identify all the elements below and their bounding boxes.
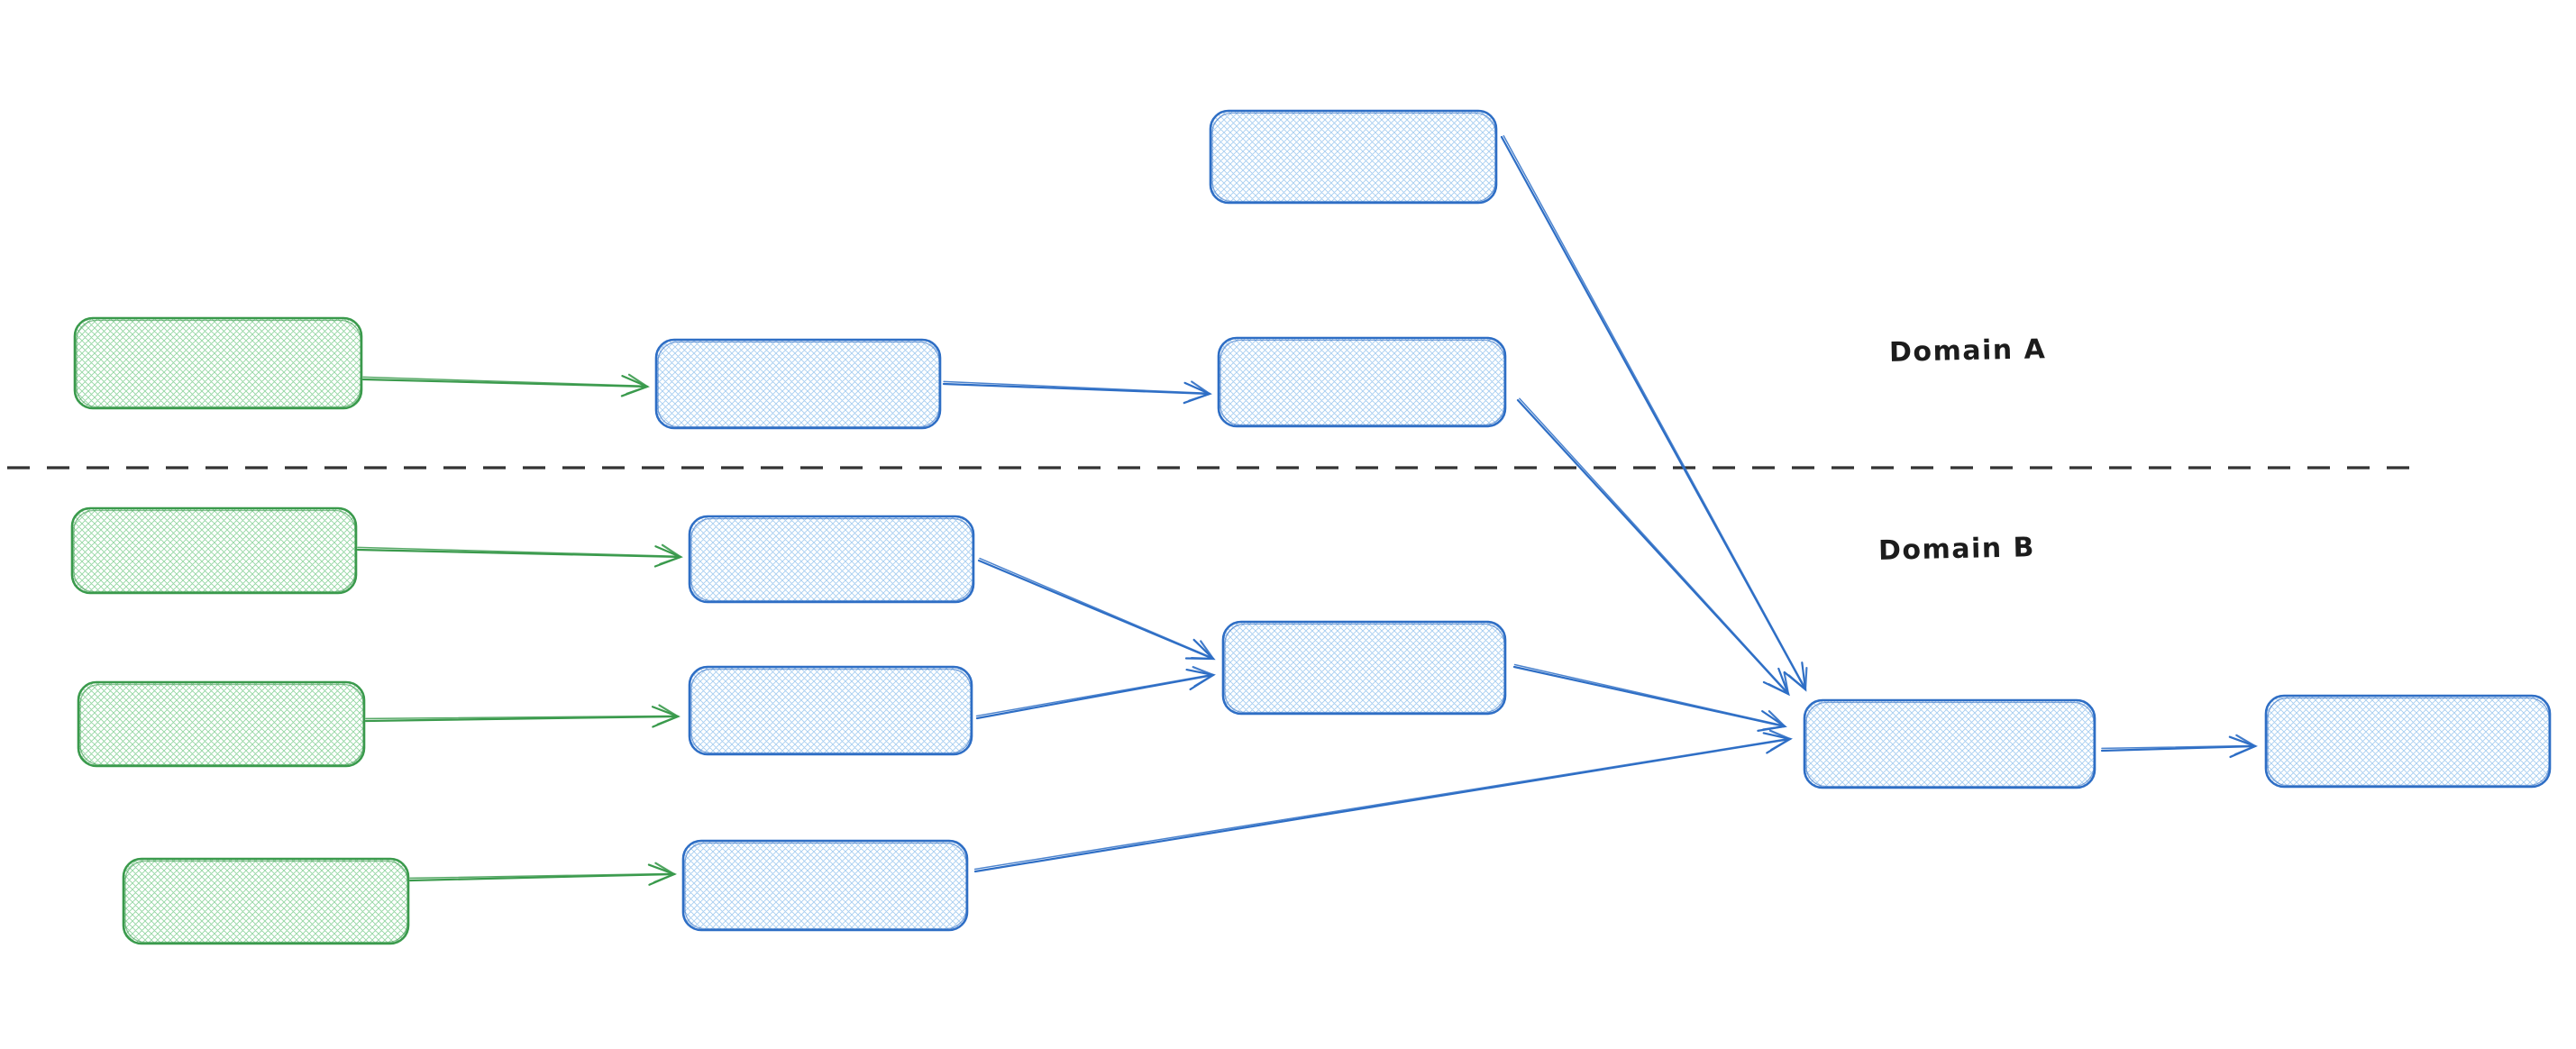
edge-source-b2-to-stage1-b2[interactable] (364, 704, 681, 728)
node-stage2-a[interactable] (1217, 336, 1507, 428)
arrowhead-stage1-b3-to-hub (1768, 729, 1793, 752)
node-stage1-b1[interactable] (688, 515, 975, 604)
domain-b-label[interactable]: Domain B (1877, 532, 2036, 567)
node-stage1-a[interactable] (654, 338, 942, 430)
node-isolated-a[interactable] (1209, 109, 1498, 205)
arrowhead-hub-to-output (2233, 734, 2258, 756)
edge-stage2-a-to-hub[interactable] (1516, 397, 1791, 697)
edge-merge-to-hub[interactable] (1512, 663, 1787, 732)
arrowhead-source-b3-to-stage1-b3 (653, 862, 677, 884)
node-output-b[interactable] (2264, 694, 2552, 789)
arrowhead-source-a-to-stage1-a (626, 373, 650, 395)
arrowhead-stage1-a-to-stage2-a (1188, 380, 1212, 402)
edge-stage1-b1-to-merge[interactable] (977, 557, 1216, 661)
node-source-b3[interactable] (122, 857, 410, 945)
edge-source-b1-to-stage1-b1[interactable] (356, 543, 683, 568)
arrowhead-source-b2-to-stage1-b2 (656, 704, 681, 725)
domain-a-label[interactable]: Domain A (1888, 333, 2047, 369)
node-stage1-b2[interactable] (688, 665, 973, 756)
node-stage1-b3[interactable] (681, 839, 969, 932)
arrowhead-merge-to-hub (1762, 710, 1787, 731)
edge-source-a-to-stage1-a[interactable] (361, 373, 650, 397)
node-source-a[interactable] (73, 316, 363, 410)
node-source-b1[interactable] (70, 506, 358, 595)
edge-stage1-b2-to-merge[interactable] (975, 666, 1216, 720)
edge-hub-to-output[interactable] (2100, 734, 2258, 759)
arrowhead-source-b1-to-stage1-b1 (659, 543, 683, 566)
node-hub-b[interactable] (1803, 698, 2096, 789)
edge-stage1-a-to-stage2-a[interactable] (942, 380, 1212, 405)
node-source-b2[interactable] (77, 680, 366, 768)
edge-stage1-b3-to-hub[interactable] (973, 729, 1793, 873)
edge-source-b3-to-stage1-b3[interactable] (408, 862, 677, 886)
arrowhead-stage1-b1-to-merge (1190, 640, 1216, 661)
arrowhead-stage1-b2-to-merge (1192, 666, 1216, 688)
arrowhead-stage2-a-to-hub (1768, 671, 1790, 696)
arrowhead-isolated-a-to-hub (1787, 666, 1808, 692)
edge-isolated-a-to-hub[interactable] (1500, 134, 1808, 692)
node-merge-b[interactable] (1221, 620, 1507, 716)
